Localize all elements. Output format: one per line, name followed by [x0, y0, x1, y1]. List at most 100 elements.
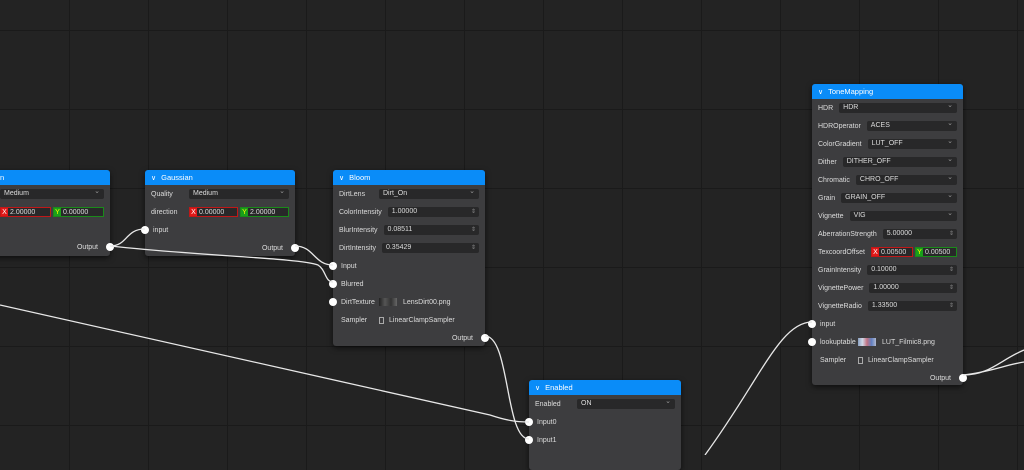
param-dropdown[interactable]: GRAIN_OFF	[841, 191, 957, 203]
vignettepower-field[interactable]: 1.00000	[869, 283, 957, 293]
input0-label: Input0	[537, 418, 557, 426]
blurred-port[interactable]	[329, 280, 337, 288]
dirtintensity-label: DirtIntensity	[339, 244, 376, 252]
wire-tonemapping-output-2	[962, 361, 1024, 376]
sampler-label: Sampler	[341, 316, 368, 324]
dirtlens-dropdown[interactable]: Dirt_On	[379, 187, 479, 199]
input-label: input	[820, 320, 836, 328]
dirttexture-label: DirtTexture	[341, 298, 375, 306]
tonemapping-row: HDROperator ACES	[812, 117, 963, 135]
wire-bloom-to-enabled-input1	[484, 335, 530, 440]
chevron-down-icon[interactable]: ∨	[535, 385, 541, 392]
tonemapping-row: Dither DITHER_OFF	[812, 153, 963, 171]
node-header[interactable]: n	[0, 170, 110, 185]
lookuptable-file[interactable]: LUT_Filmic8.png	[882, 338, 935, 346]
param-label: Chromatic	[818, 176, 850, 184]
sampler-icon	[858, 356, 863, 364]
input-port[interactable]	[141, 226, 149, 234]
node-header[interactable]: ∨ Gaussian	[145, 170, 295, 185]
grainintensity-field[interactable]: 0.10000	[867, 265, 957, 275]
output-label: Output	[261, 244, 283, 252]
lut-thumbnail[interactable]	[858, 338, 876, 346]
param-dropdown[interactable]: VIG	[849, 209, 957, 221]
wire-gaussian-to-bloom-input	[294, 245, 334, 266]
wire-left-to-gaussian	[109, 228, 146, 247]
blurintensity-label: BlurIntensity	[339, 226, 378, 234]
blurintensity-field[interactable]: 0.08511	[383, 225, 479, 235]
param-dropdown[interactable]: HDR	[839, 101, 957, 113]
tonemapping-row: Vignette VIG	[812, 207, 963, 225]
colorintensity-label: ColorIntensity	[339, 208, 382, 216]
quality-dropdown[interactable]: Medium	[189, 187, 289, 199]
dirtlens-label: DirtLens	[339, 190, 366, 198]
input-port[interactable]	[329, 262, 337, 270]
input-port[interactable]	[808, 320, 816, 328]
dirttexture-port[interactable]	[329, 298, 337, 306]
input1-port[interactable]	[525, 436, 533, 444]
node-bloom[interactable]: ∨Bloom DirtLens Dirt_On ColorIntensity 1.0…	[329, 170, 489, 346]
vignetteradio-field[interactable]: 1.33500	[867, 301, 957, 311]
param-label: Grain	[818, 194, 836, 202]
node-header[interactable]: ∨Enabled	[529, 380, 681, 395]
enabled-label: Enabled	[535, 400, 561, 408]
param-label: HDROperator	[818, 122, 861, 130]
output-label: Output	[76, 243, 98, 251]
output-port[interactable]	[106, 243, 114, 251]
node-gaussian[interactable]: ∨ Gaussian Quality Medium direction X0.0000…	[141, 170, 299, 256]
node-title: Gaussian	[161, 173, 193, 182]
tonemapping-row: Grain GRAIN_OFF	[812, 189, 963, 207]
node-header[interactable]: ∨Bloom	[333, 170, 485, 185]
aberration-field[interactable]: 5.00000	[882, 229, 957, 239]
sampler-icon	[379, 316, 384, 324]
quality-label: Quality	[151, 190, 173, 198]
colorintensity-field[interactable]: 1.00000	[387, 207, 479, 217]
param-dropdown[interactable]: CHRO_OFF	[855, 173, 957, 185]
sampler-value[interactable]: LinearClampSampler	[389, 316, 455, 324]
sampler-label: Sampler	[820, 356, 847, 364]
output-port[interactable]	[959, 374, 967, 382]
input0-port[interactable]	[525, 418, 533, 426]
quality-dropdown[interactable]: Medium	[0, 187, 104, 199]
param-dropdown[interactable]: ACES	[866, 119, 957, 131]
dirttexture-file[interactable]: LensDirt00.png	[403, 298, 451, 306]
texcoord-label: TexcoordOffset	[818, 248, 865, 256]
tonemapping-row: Chromatic CHRO_OFF	[812, 171, 963, 189]
param-dropdown[interactable]: LUT_OFF	[867, 137, 957, 149]
tonemapping-row: ColorGradient LUT_OFF	[812, 135, 963, 153]
lookuptable-port[interactable]	[808, 338, 816, 346]
output-port[interactable]	[481, 334, 489, 342]
input-label: input	[153, 226, 169, 234]
param-label: ColorGradient	[818, 140, 862, 148]
node-header[interactable]: ∨ToneMapping	[812, 84, 963, 99]
lookuptable-label: lookuptable	[820, 338, 856, 346]
sampler-value[interactable]: LinearClampSampler	[868, 356, 934, 364]
chevron-down-icon[interactable]: ∨	[818, 89, 824, 96]
chevron-down-icon[interactable]: ∨	[339, 175, 345, 182]
vignetteradio-label: VignetteRadio	[818, 302, 862, 310]
texture-thumbnail[interactable]	[379, 298, 397, 306]
chevron-down-icon[interactable]: ∨	[151, 175, 157, 182]
direction-label: direction	[151, 208, 178, 216]
param-dropdown[interactable]: DITHER_OFF	[842, 155, 957, 167]
dirtintensity-field[interactable]: 0.35429	[381, 243, 479, 253]
grainintensity-label: GrainIntensity	[818, 266, 862, 274]
wire-to-tonemapping-input	[704, 321, 813, 455]
enabled-dropdown[interactable]: ON	[577, 397, 675, 409]
node-title: n	[0, 173, 5, 182]
param-label: Dither	[818, 158, 837, 166]
output-port[interactable]	[291, 244, 299, 252]
output-label: Output	[451, 334, 473, 342]
param-label: Vignette	[818, 212, 844, 220]
output-label: Output	[929, 374, 951, 382]
blurred-label: Blurred	[341, 280, 364, 288]
